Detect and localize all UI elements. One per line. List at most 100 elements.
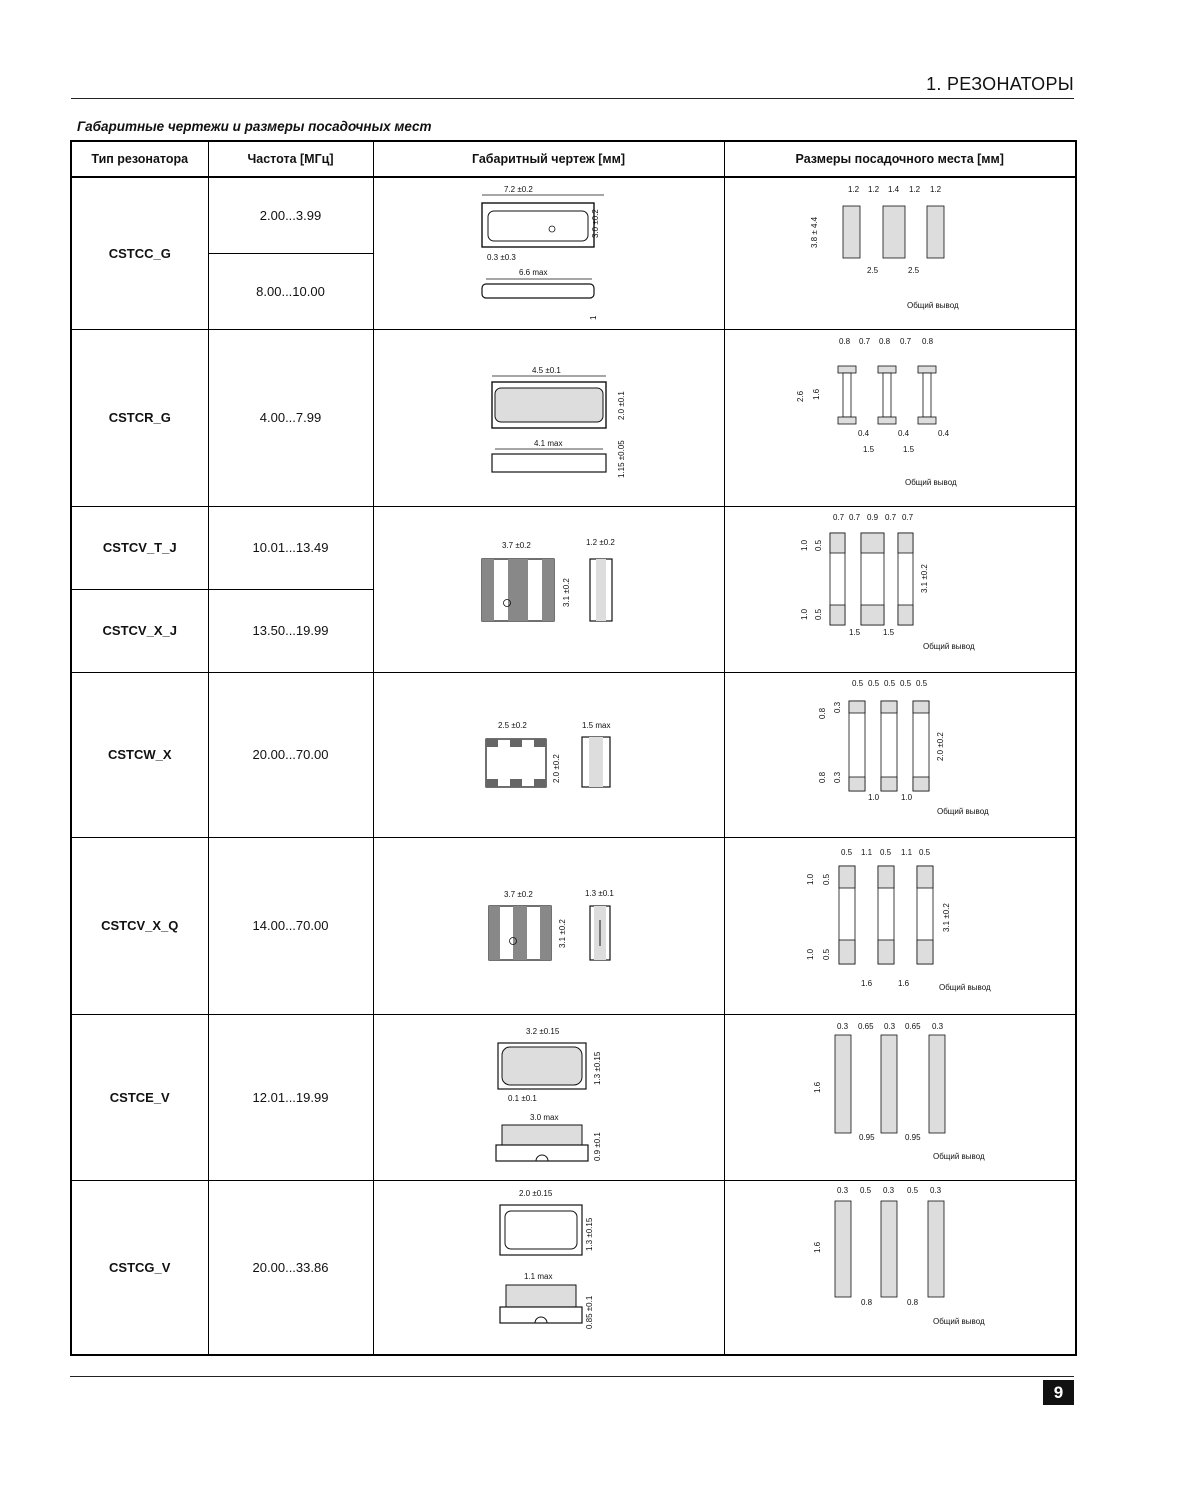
dim-label: 3.2 ±0.15 — [526, 1027, 560, 1036]
dim-label: 2.6 — [796, 390, 805, 402]
freq-cell: 2.00...3.99 — [207, 176, 374, 254]
table-caption: Габаритные чертежи и размеры посадочных … — [77, 119, 432, 134]
cstcg-land: 0.3 0.5 0.3 0.5 0.3 1.6 0.8 0.8 Общий вы… — [813, 1186, 985, 1326]
dim-label: 0.5 — [841, 848, 853, 857]
cstcv-j-land: 0.7 0.7 0.9 0.7 0.7 1.0 0.5 3.1 — [800, 513, 975, 651]
dimension-drawing: 4.5 ±0.1 2.0 ±0.1 4.1 max 1.15 ±0.05 — [372, 328, 725, 507]
cstcc-drawing: 7.2 ±0.2 3.0 ±0.2 0.3 ±0.3 6.6 max 1 — [480, 185, 604, 320]
header-rule — [71, 98, 1074, 99]
cstcr-land: 0.8 0.7 0.8 0.7 0.8 2.6 1.6 0.4 — [796, 337, 957, 487]
land-pattern: 0.7 0.7 0.9 0.7 0.7 1.0 0.5 3.1 — [723, 505, 1077, 673]
dim-label: 1.1 — [861, 848, 873, 857]
type-cell: CSTCW_X — [70, 671, 209, 838]
dim-label: 1.0 — [800, 539, 809, 551]
col-header-drawing: Габаритный чертеж [мм] — [372, 140, 725, 178]
type-cell: CSTCV_X_J — [70, 588, 209, 673]
dim-label: 0.7 — [902, 513, 914, 522]
dim-label: 0.1 ±0.1 — [508, 1094, 537, 1103]
dim-label: 0.4 — [858, 429, 870, 438]
col-header-type: Тип резонатора — [70, 140, 209, 178]
dim-label: 3.1 ±0.2 — [942, 902, 951, 931]
dim-label: 1.3 ±0.15 — [585, 1217, 594, 1251]
land-pattern: 0.3 0.65 0.3 0.65 0.3 1.6 0.95 0.95 Общи… — [723, 1013, 1077, 1181]
type-cell: CSTCV_T_J — [70, 505, 209, 590]
dim-label: 0.4 — [938, 429, 950, 438]
dim-label: 0.9 ±0.1 — [593, 1131, 602, 1160]
land-pattern: 0.8 0.7 0.8 0.7 0.8 2.6 1.6 0.4 — [723, 328, 1077, 507]
dim-label: 0.5 — [860, 1186, 872, 1195]
table-row: CSTCV_X_Q 14.00...70.00 3.7 ±0.2 3.1 ±0.… — [70, 836, 1077, 1015]
cstcw-drawing: 2.5 ±0.2 2.0 ±0.2 1.5 max — [484, 721, 611, 788]
freq-cell: 10.01...13.49 — [207, 505, 374, 590]
dim-label: 1.1 — [901, 848, 913, 857]
dim-label: 2.0 ±0.1 — [617, 390, 626, 419]
dim-label: 0.3 — [883, 1186, 895, 1195]
dim-label: 0.5 — [900, 679, 912, 688]
page-number: 9 — [1043, 1380, 1074, 1405]
dim-label: 0.8 — [907, 1298, 919, 1307]
dim-label: 1.5 — [903, 445, 915, 454]
common-lead-label: Общий вывод — [907, 301, 959, 310]
dim-label: 1.0 — [806, 873, 815, 885]
dimension-drawing: 7.2 ±0.2 3.0 ±0.2 0.3 ±0.3 6.6 max 1 — [372, 176, 725, 330]
table-row: CSTCV_X_J 13.50...19.99 — [70, 588, 1076, 673]
dim-label: 7.2 ±0.2 — [504, 185, 533, 194]
dim-label: 0.8 — [879, 337, 891, 346]
dim-label: 0.65 — [905, 1022, 921, 1031]
freq-cell: 20.00...33.86 — [207, 1179, 374, 1355]
dim-label: 0.3 — [930, 1186, 942, 1195]
dim-label: 0.85 ±0.1 — [585, 1295, 594, 1329]
col-header-frequency: Частота [МГц] — [207, 140, 374, 178]
dim-label: 0.5 — [868, 679, 880, 688]
common-lead-label: Общий вывод — [933, 1317, 985, 1326]
table-row: CSTCC_G 2.00...3.99 7.2 ±0.2 3.0 ±0.2 0.… — [70, 176, 1077, 330]
freq-cell: 13.50...19.99 — [207, 588, 374, 673]
cstcc-land: 1.2 1.2 1.4 1.2 1.2 3.8 ± 4.4 2.5 2.5 Об… — [810, 185, 959, 310]
common-lead-label: Общий вывод — [939, 983, 991, 992]
dim-label: 1.6 — [813, 1081, 822, 1093]
dimension-drawing: 2.5 ±0.2 2.0 ±0.2 1.5 max — [372, 671, 725, 838]
dim-label: 0.8 — [818, 771, 827, 783]
dimension-drawing: 3.7 ±0.2 3.1 ±0.2 1.3 ±0.1 — [372, 836, 725, 1015]
dim-label: 1.5 — [883, 628, 895, 637]
dim-label: 2.5 ±0.2 — [498, 721, 527, 730]
dim-label: 0.3 — [833, 771, 842, 783]
dim-label: 1.2 — [868, 185, 880, 194]
dim-label: 0.8 — [818, 707, 827, 719]
dim-label: 0.5 — [884, 679, 896, 688]
cstcv-j-drawing: 3.7 ±0.2 3.1 ±0.2 1.2 ±0.2 — [480, 538, 615, 622]
dim-label: 0.95 — [905, 1133, 921, 1142]
section-header: 1. РЕЗОНАТОРЫ — [926, 74, 1074, 94]
dim-label: 3.1 ±0.2 — [558, 918, 567, 947]
common-lead-label: Общий вывод — [923, 642, 975, 651]
type-cell: CSTCG_V — [70, 1179, 209, 1355]
dim-label: 0.5 — [822, 873, 831, 885]
table-row: CSTCG_V 20.00...33.86 2.0 ±0.15 1.3 ±0.1… — [70, 1179, 1077, 1355]
land-pattern: 1.2 1.2 1.4 1.2 1.2 3.8 ± 4.4 2.5 2.5 Об… — [723, 176, 1077, 330]
dim-label: 1.15 ±0.05 — [617, 439, 626, 477]
land-pattern: 0.5 0.5 0.5 0.5 0.5 0.8 0.3 2.0 — [723, 671, 1077, 838]
freq-cell: 8.00...10.00 — [207, 252, 374, 330]
dim-label: 3.0 max — [530, 1113, 558, 1122]
dim-label: 1.0 — [800, 608, 809, 620]
cstce-land: 0.3 0.65 0.3 0.65 0.3 1.6 0.95 0.95 Общи… — [813, 1022, 985, 1161]
dim-label: 0.7 — [859, 337, 871, 346]
dim-label: 0.8 — [839, 337, 851, 346]
col-header-land-pattern: Размеры посадочного места [мм] — [723, 140, 1077, 178]
dim-label: 4.1 max — [534, 439, 562, 448]
dim-label: 1.2 ±0.2 — [586, 538, 615, 547]
dim-label: 1.0 — [901, 793, 913, 802]
dim-label: 1.3 ±0.1 — [585, 889, 614, 898]
common-lead-label: Общий вывод — [937, 807, 989, 816]
freq-cell: 12.01...19.99 — [207, 1013, 374, 1181]
dim-label: 1.6 — [813, 1241, 822, 1253]
dim-label: 1.1 max — [524, 1272, 552, 1281]
dim-label: 2.0 ±0.2 — [936, 731, 945, 760]
dim-label: 1.2 — [909, 185, 921, 194]
dim-label: 1.4 — [888, 185, 900, 194]
dim-label: 2.0 ±0.15 — [519, 1189, 553, 1198]
land-pattern: 0.3 0.5 0.3 0.5 0.3 1.6 0.8 0.8 Общий вы… — [723, 1179, 1077, 1355]
dim-label: 1.2 — [930, 185, 942, 194]
dim-label: 0.65 — [858, 1022, 874, 1031]
type-cell: CSTCE_V — [70, 1013, 209, 1181]
